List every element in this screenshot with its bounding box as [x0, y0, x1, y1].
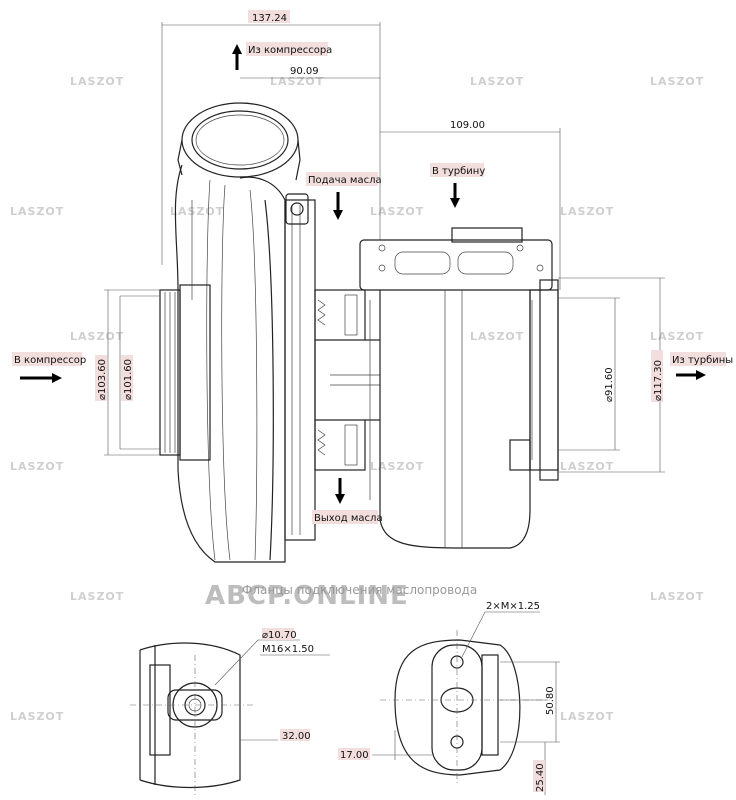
watermark-logo: LASZOT [650, 590, 704, 603]
watermark-logo: LASZOT [650, 75, 704, 88]
detail-oil-outlet: 2×M×1.25 50.80 25.40 17.00 [338, 601, 560, 795]
watermark-logo: LASZOT [470, 75, 524, 88]
watermark-logo: LASZOT [10, 205, 64, 218]
watermark-logo: LASZOT [70, 330, 124, 343]
watermark-logo: LASZOT [10, 710, 64, 723]
dim-50-80: 50.80 [545, 686, 556, 715]
label-oil-supply: Подача масла [308, 175, 382, 186]
dim-90-09: 90.09 [290, 66, 319, 77]
label-from-turbine: Из турбины [672, 355, 733, 366]
watermark-logo: LASZOT [560, 710, 614, 723]
dim-2xm: 2×M×1.25 [486, 601, 540, 612]
label-oil-outlet: Выход масла [314, 513, 383, 524]
watermark-logo: LASZOT [370, 205, 424, 218]
label-to-turbine: В турбину [432, 166, 485, 177]
dim-101-60: ⌀101.60 [123, 359, 134, 400]
watermark-logo: LASZOT [370, 460, 424, 473]
watermark-layer: LASZOT LASZOT LASZOT LASZOT LASZOT LASZO… [10, 75, 704, 723]
watermark-logo: LASZOT [560, 460, 614, 473]
watermark-site: ABCP.ONLINE [205, 581, 409, 611]
dim-103-60: ⌀103.60 [97, 359, 108, 400]
watermark-logo: LASZOT [650, 330, 704, 343]
compressor-housing [159, 102, 316, 563]
oil-outlet-arrow: Выход масла [312, 478, 383, 524]
dim-137-24: 137.24 [252, 13, 287, 24]
watermark-logo: LASZOT [470, 330, 524, 343]
watermark-logo: LASZOT [560, 205, 614, 218]
top-dimensions: 137.24 90.09 109.00 [161, 10, 561, 290]
watermark-logo: LASZOT [170, 205, 224, 218]
oil-lines-caption: Фланцы подключения маслопровода [242, 583, 477, 597]
dim-17-00: 17.00 [340, 750, 369, 761]
outlet-annotations: ⌀91.60 ⌀117.30 Из турбины [558, 277, 733, 473]
oil-supply-arrow: Подача масла [306, 172, 382, 220]
dim-117-30: ⌀117.30 [653, 360, 664, 401]
inlet-annotations: В компрессор ⌀103.60 ⌀101.60 [12, 289, 160, 456]
detail-oil-inlet: ⌀10.70 M16×1.50 32.00 [130, 628, 330, 795]
dim-32-00: 32.00 [282, 731, 311, 742]
watermark-logo: LASZOT [10, 460, 64, 473]
center-housing [314, 289, 380, 471]
dim-91-60: ⌀91.60 [604, 367, 615, 402]
dim-25-40: 25.40 [535, 763, 546, 792]
to-turbine-arrow: В турбину [430, 163, 485, 208]
watermark-logo: LASZOT [70, 75, 124, 88]
dim-10-70: ⌀10.70 [262, 630, 297, 641]
dim-m16: M16×1.50 [262, 644, 314, 655]
turbine-housing [359, 227, 559, 549]
label-from-compressor: Из компрессора [248, 45, 332, 56]
dim-109-00: 109.00 [450, 120, 485, 131]
from-compressor-arrow: Из компрессора [232, 42, 332, 70]
label-to-compressor: В компрессор [14, 355, 86, 366]
watermark-logo: LASZOT [70, 590, 124, 603]
